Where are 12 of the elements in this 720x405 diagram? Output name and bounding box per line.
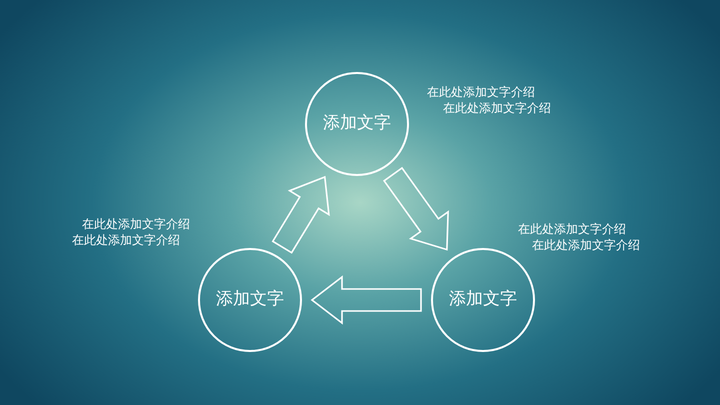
- block-arrow: [382, 166, 449, 251]
- description-text: 在此处添加文字介绍: [443, 100, 551, 116]
- node-label: 添加文字: [216, 288, 284, 312]
- description-text: 在此处添加文字介绍: [72, 232, 180, 248]
- node-label: 添加文字: [323, 112, 391, 136]
- block-arrow: [310, 275, 422, 325]
- description-text: 在此处添加文字介绍: [518, 221, 626, 237]
- node-label: 添加文字: [449, 288, 517, 312]
- description-text: 在此处添加文字介绍: [532, 237, 640, 253]
- description-text: 在此处添加文字介绍: [82, 216, 190, 232]
- description-text: 在此处添加文字介绍: [427, 84, 535, 100]
- block-arrow: [272, 176, 330, 254]
